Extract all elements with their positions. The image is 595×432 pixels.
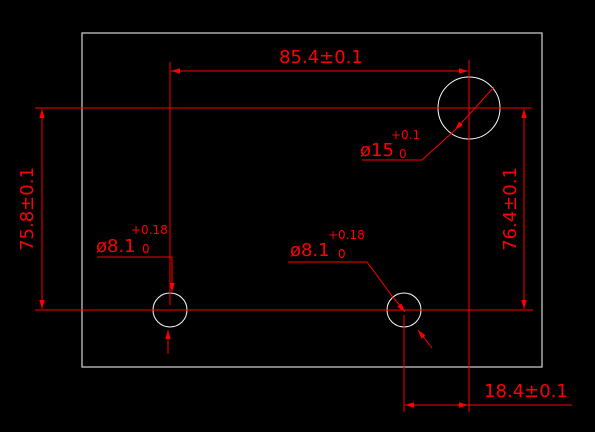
large-hole-diameter: ø15	[360, 140, 394, 161]
dimension-lines	[39, 68, 572, 408]
left-hole-diameter: ø8.1	[96, 236, 136, 257]
large-hole-upper-tol: +0.1	[391, 128, 420, 142]
leaders	[97, 86, 495, 354]
large-hole-lower-tol: 0	[399, 147, 407, 161]
left-hole-lower-tol: 0	[142, 242, 150, 256]
part-outline	[81, 32, 543, 368]
dim-right-label: 76.4±0.1	[500, 167, 521, 251]
extension-lines	[35, 60, 533, 412]
dim-bottom-label: 18.4±0.1	[484, 381, 568, 402]
dim-top-label: 85.4±0.1	[279, 47, 363, 68]
right-hole-upper-tol: +0.18	[328, 228, 365, 242]
right-hole-lower-tol: 0	[338, 247, 346, 261]
left-hole-upper-tol: +0.18	[131, 223, 168, 237]
dim-left-label: 75.8±0.1	[17, 167, 38, 251]
right-hole-diameter: ø8.1	[290, 240, 330, 261]
